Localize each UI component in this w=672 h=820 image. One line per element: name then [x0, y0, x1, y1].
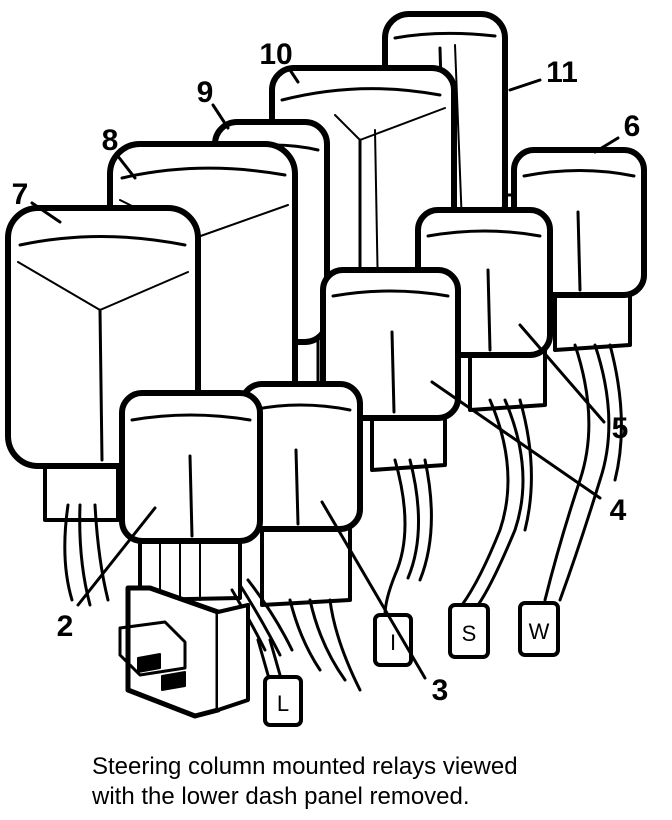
- relay-number-5: 5: [612, 412, 629, 445]
- connector-l: L: [256, 638, 303, 727]
- connector-s: S: [448, 603, 490, 659]
- relay-number-4: 4: [610, 494, 627, 527]
- connector-label-s: S: [462, 621, 477, 646]
- block-connector: [118, 585, 250, 719]
- connector-label-w: W: [529, 619, 550, 644]
- relay-number-10: 10: [259, 38, 292, 71]
- relay-number-9: 9: [197, 76, 214, 109]
- figure-caption: Steering column mounted relays viewed wi…: [92, 752, 652, 812]
- leader-lines: [30, 68, 620, 680]
- relay-number-2: 2: [57, 610, 74, 643]
- relay-4: [320, 267, 461, 617]
- relay-number-6: 6: [624, 110, 641, 143]
- caption-line-2: with the lower dash panel removed.: [92, 783, 470, 810]
- caption-line-1: Steering column mounted relays viewed: [92, 753, 518, 780]
- connector-i: I: [373, 613, 413, 667]
- relay-number-3: 3: [432, 674, 449, 707]
- relay-number-7: 7: [12, 178, 29, 211]
- relay-2: [119, 390, 294, 657]
- relay-diagram: L I S W 2 3 4 5 6 7 8 9 10 11: [5, 11, 647, 727]
- connector-w: W: [518, 601, 560, 657]
- relay-number-11: 11: [546, 56, 578, 89]
- relay-number-8: 8: [102, 124, 119, 157]
- connector-label-i: I: [390, 630, 396, 655]
- connector-label-l: L: [277, 691, 289, 716]
